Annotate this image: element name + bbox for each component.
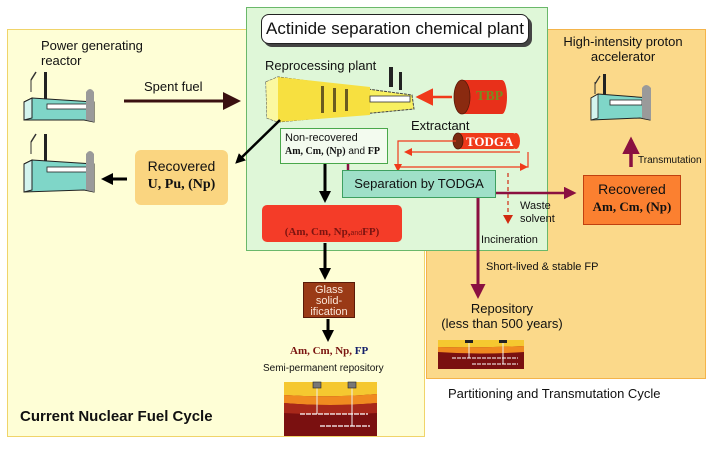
red-box-elements: (Am, Cm, Np, bbox=[284, 226, 351, 238]
waste-solvent-label: Waste solvent bbox=[520, 200, 555, 226]
red-box-fp: FP) bbox=[362, 226, 380, 238]
recovered-am-cm-elements: Am, Cm, (Np) bbox=[592, 199, 672, 214]
short-lived-fp-label: Short-lived & stable FP bbox=[486, 261, 599, 273]
vitrified-elements: Am, Cm, Np, FP bbox=[290, 345, 368, 357]
reprocessing-plant-label: Reprocessing plant bbox=[265, 58, 377, 73]
partitioning-cycle-caption: Partitioning and Transmutation Cycle bbox=[448, 386, 661, 401]
transmutation-label: Transmutation bbox=[638, 155, 702, 166]
short-term-repository-icon bbox=[438, 340, 524, 369]
recovered-am-cm-box: Recovered Am, Cm, (Np) bbox=[583, 175, 681, 225]
tbp-drum-icon bbox=[453, 79, 507, 115]
recovered-u-pu-box: Recovered U, Pu, (Np) bbox=[135, 150, 228, 205]
recovered-u-pu-elements: U, Pu, (Np) bbox=[147, 177, 216, 192]
loop-arrowhead bbox=[404, 148, 412, 156]
red-box-and: and bbox=[350, 230, 363, 237]
diagram-title: Actinide separation chemical plant bbox=[261, 14, 529, 44]
non-recovered-label: Non-recovered bbox=[285, 132, 358, 144]
separation-by-todga-box: Separation by TODGA bbox=[342, 170, 496, 198]
loop-arrowhead bbox=[394, 164, 402, 172]
glass-line1: Glass bbox=[314, 284, 344, 296]
todga-drum-icon bbox=[452, 132, 520, 150]
power-reactor-icon bbox=[23, 133, 95, 193]
element-fp: FP bbox=[354, 345, 369, 357]
accelerator-line1: High-intensity proton bbox=[563, 34, 683, 49]
non-recovered-box: Non-recovered Am, Cm, (Np) and FP bbox=[280, 128, 388, 164]
power-reactor-icon bbox=[23, 71, 95, 123]
glass-line2: solid- bbox=[315, 295, 343, 307]
glass-line3: ification bbox=[310, 306, 348, 318]
recovered-label: Recovered bbox=[147, 158, 216, 174]
reactor-label: Power generating reactor bbox=[41, 38, 143, 68]
non-recovered-contents: Am, Cm, (Np) and FP bbox=[285, 145, 387, 158]
reactor-label-line2: reactor bbox=[41, 53, 82, 68]
reactor-label-line1: Power generating bbox=[41, 38, 143, 53]
loop-arrowhead bbox=[520, 163, 528, 171]
semi-permanent-repository-icon bbox=[284, 381, 377, 436]
reprocessing-plant-icon bbox=[265, 67, 415, 123]
waste-line: Waste bbox=[520, 200, 551, 212]
todga-label: TODGA bbox=[466, 134, 514, 149]
incineration-label: Incineration bbox=[481, 234, 538, 246]
non-recovered-elements: Am, Cm, (Np) bbox=[285, 146, 346, 157]
glass-solidification-box: Glass solid- ification bbox=[303, 282, 355, 318]
solvent-line: solvent bbox=[520, 213, 555, 225]
semi-permanent-repository-label: Semi-permanent repository bbox=[263, 363, 384, 374]
repository-label: Repository (less than 500 years) bbox=[434, 301, 570, 331]
accelerator-label: High-intensity proton accelerator bbox=[556, 34, 690, 64]
non-recovered-fp: FP bbox=[367, 146, 381, 157]
to-recovered-u-pu-arrow bbox=[235, 119, 281, 164]
element-cm: Cm, bbox=[312, 345, 333, 357]
recovered-am-cm-label: Recovered bbox=[598, 181, 666, 197]
waste-arrowhead bbox=[503, 215, 513, 224]
current-fuel-cycle-caption: Current Nuclear Fuel Cycle bbox=[20, 408, 213, 425]
spent-fuel-label: Spent fuel bbox=[144, 79, 203, 94]
minor-actinides-fp-box: (Am, Cm, Np,andFP) bbox=[262, 205, 402, 242]
element-am: Am, bbox=[290, 345, 310, 357]
repository-line2: (less than 500 years) bbox=[441, 316, 563, 331]
element-np: Np, bbox=[335, 345, 353, 357]
tbp-label: TBP bbox=[476, 89, 504, 104]
accelerator-line2: accelerator bbox=[590, 49, 656, 64]
non-recovered-and: and bbox=[348, 146, 366, 157]
proton-accelerator-icon bbox=[590, 74, 651, 121]
extractant-label: Extractant bbox=[411, 118, 470, 133]
repository-line1: Repository bbox=[470, 301, 534, 316]
